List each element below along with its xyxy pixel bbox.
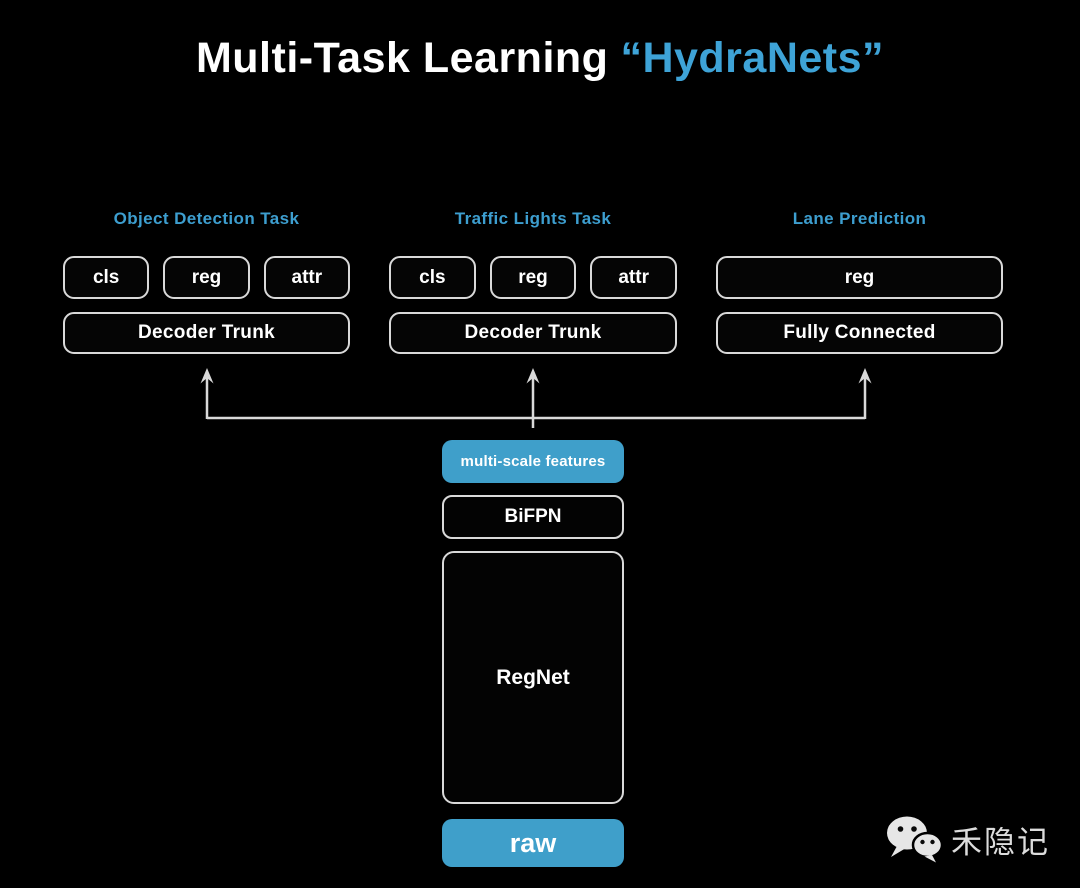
column-title-lane-prediction: Lane Prediction xyxy=(792,209,927,228)
wechat-icon xyxy=(887,816,944,863)
column-object-detection: Object Detection Task cls reg attr Decod… xyxy=(63,205,350,355)
head-box-reg: reg xyxy=(716,256,1003,299)
raw-input-box: raw xyxy=(442,819,624,867)
backbone-stack: multi-scale features BiFPN RegNet raw xyxy=(442,440,624,867)
fully-connected-box: Fully Connected xyxy=(716,312,1003,354)
head-box-attr: attr xyxy=(263,256,350,299)
head-row: cls reg attr xyxy=(389,256,678,299)
column-title-object-detection: Object Detection Task xyxy=(113,209,300,228)
regnet-box: RegNet xyxy=(442,551,624,804)
column-title-traffic-lights: Traffic Lights Task xyxy=(454,209,612,228)
title-text: Multi-Task Learning xyxy=(195,34,609,82)
head-box-reg: reg xyxy=(163,256,250,299)
bifpn-box: BiFPN xyxy=(442,495,624,539)
watermark: 禾隐记 xyxy=(884,814,1050,864)
column-lane-prediction: Lane Prediction reg Fully Connected xyxy=(716,205,1003,355)
column-traffic-lights: Traffic Lights Task cls reg attr Decoder… xyxy=(389,205,678,355)
decoder-trunk-box: Decoder Trunk xyxy=(63,312,350,354)
head-box-attr: attr xyxy=(590,256,678,299)
page-title: Multi-Task Learning“HydraNets” xyxy=(0,34,1080,83)
title-highlight: “HydraNets” xyxy=(620,34,885,82)
head-box-cls: cls xyxy=(63,256,150,299)
decoder-trunk-box: Decoder Trunk xyxy=(389,312,677,354)
watermark-text: 禾隐记 xyxy=(951,824,1050,860)
head-row: cls reg attr xyxy=(63,256,350,299)
head-row: reg xyxy=(716,256,1003,299)
multi-scale-features-box: multi-scale features xyxy=(442,440,624,483)
head-box-cls: cls xyxy=(389,256,476,299)
head-box-reg: reg xyxy=(489,256,577,299)
